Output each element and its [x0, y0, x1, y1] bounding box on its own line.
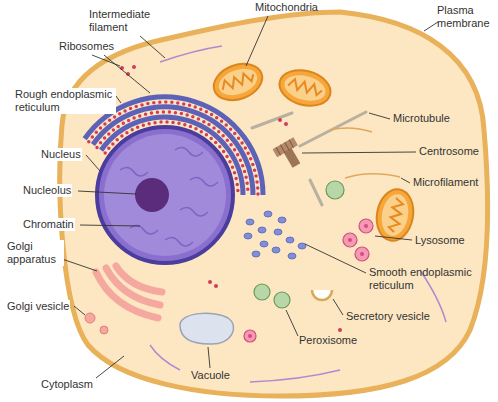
part-label: Lysosome — [414, 234, 466, 247]
nucleolus — [135, 178, 169, 212]
smooth-er — [244, 211, 306, 259]
peroxisomes — [254, 181, 344, 308]
part-label: Golgi vesicle — [6, 300, 70, 313]
part-label: Peroxisome — [298, 334, 358, 347]
part-label: Intermediate filament — [88, 8, 162, 34]
part-label: Golgi apparatus — [6, 240, 64, 266]
golgi-apparatus — [96, 266, 162, 318]
part-label: Plasma membrane — [436, 4, 494, 30]
part-label: Vacuole — [190, 369, 231, 382]
lysosomes — [244, 219, 373, 342]
secretory-vesicle — [312, 290, 332, 300]
mitochondrion — [275, 65, 334, 111]
part-label: Mitochondria — [254, 1, 319, 14]
golgi-vesicles — [85, 313, 108, 334]
part-label: Secretory vesicle — [345, 310, 431, 323]
leader-lines — [62, 16, 438, 378]
microtubules — [252, 112, 366, 205]
part-label: Cytoplasm — [40, 378, 94, 391]
part-label: Ribosomes — [58, 40, 115, 53]
chromatin — [120, 147, 218, 246]
centrosome — [273, 137, 307, 172]
part-label: Chromatin — [22, 218, 75, 231]
vacuole — [180, 313, 234, 344]
part-label: Nucleus — [40, 148, 82, 161]
part-label: Rough endoplasmic reticulum — [14, 88, 116, 114]
part-label: Smooth endoplasmic reticulum — [368, 266, 478, 292]
part-label: Centrosome — [418, 145, 480, 158]
mitochondrion — [373, 186, 417, 243]
part-label: Nucleolus — [22, 184, 72, 197]
part-label: Microfilament — [412, 176, 479, 189]
cell-body — [60, 12, 488, 396]
mitochondrion — [209, 57, 268, 106]
nuclear-envelope — [97, 127, 233, 263]
part-label: Microtubule — [392, 112, 451, 125]
nucleoplasm — [104, 134, 226, 256]
